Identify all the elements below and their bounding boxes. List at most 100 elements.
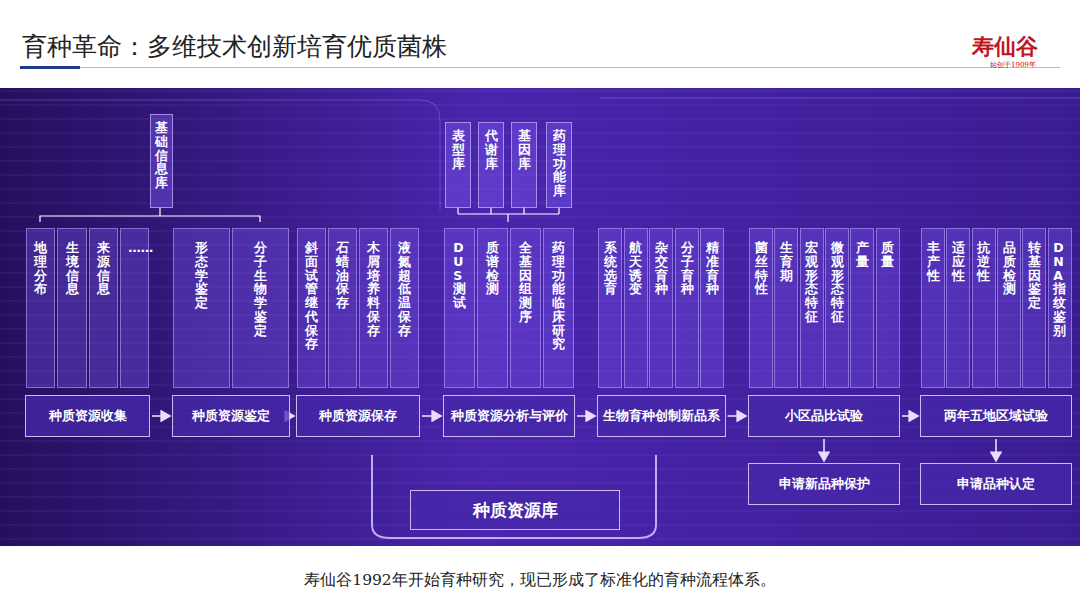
attribute-column: 微观形态特征 xyxy=(825,228,849,388)
attribute-column: 来源信息 xyxy=(89,228,118,388)
page-title: 育种革命：多维技术创新培育优质菌株 xyxy=(22,30,447,63)
node-text: 表型库 xyxy=(452,129,465,170)
node-text: 生育期 xyxy=(780,241,793,282)
stage-box: 种质资源收集 xyxy=(25,395,150,437)
node-text: 生物育种创制新品系 xyxy=(603,408,720,425)
stage-box: 小区品比试验 xyxy=(748,395,900,437)
node-text: 种质资源库 xyxy=(473,499,558,522)
attribute-column: 石蜡油保存 xyxy=(328,228,357,388)
attribute-column: 木屑培养料保存 xyxy=(359,228,388,388)
attribute-column: 转基因鉴定 xyxy=(1022,228,1046,388)
node-text: 杂交育种 xyxy=(655,241,668,296)
stage-box: 种质资源库 xyxy=(410,490,620,530)
node-text: …… xyxy=(128,241,141,255)
library-box: 药理功能库 xyxy=(546,122,572,208)
library-box: 代谢库 xyxy=(478,122,504,208)
logo-subtext: 始创于1909年 xyxy=(990,60,1036,70)
attribute-column: 系统选育 xyxy=(598,228,622,388)
logo-text: 寿仙谷 xyxy=(972,32,1038,62)
attribute-column: 杂交育种 xyxy=(649,228,673,388)
node-text: 分子生物学鉴定 xyxy=(254,241,267,337)
node-text: 基础信息库 xyxy=(155,121,168,190)
node-text: 适应性 xyxy=(952,241,965,282)
bracket xyxy=(458,207,559,222)
panel-lines xyxy=(0,88,1080,546)
attribute-column: 质量 xyxy=(876,228,900,388)
title-bar xyxy=(20,66,80,69)
attribute-column: DUS测试 xyxy=(444,228,475,388)
deco-line xyxy=(0,100,440,210)
node-text: 来源信息 xyxy=(97,241,110,296)
node-text: 分子育种 xyxy=(681,241,694,296)
attribute-column: 分子育种 xyxy=(675,228,699,388)
node-text: 品质检测 xyxy=(1003,241,1016,296)
attribute-column: 菌丝特性 xyxy=(749,228,773,388)
attribute-column: 航天诱变 xyxy=(624,228,648,388)
stage-box: 种质资源保存 xyxy=(296,395,420,437)
stage-box: 两年五地区域试验 xyxy=(920,395,1072,437)
node-text: 微观形态特征 xyxy=(831,241,844,324)
flow-arrow xyxy=(292,415,294,417)
node-text: 精准育种 xyxy=(706,241,719,296)
attribute-column: 地理分布 xyxy=(26,228,55,388)
node-text: 代谢库 xyxy=(485,129,498,170)
stage-box: 种质资源分析与评价 xyxy=(443,395,575,437)
deco-line xyxy=(600,98,1080,99)
library-bracket xyxy=(372,455,656,538)
flow-arrow xyxy=(728,415,747,417)
node-text: 种质资源鉴定 xyxy=(192,408,270,425)
node-text: 种质资源收集 xyxy=(49,408,127,425)
attribute-column: 抗逆性 xyxy=(972,228,996,388)
node-text: 木屑培养料保存 xyxy=(367,241,380,337)
node-text: DNA指纹鉴别 xyxy=(1053,241,1066,337)
flow-arrow xyxy=(823,439,825,461)
flow-arrow xyxy=(995,439,997,461)
attribute-column: 全基因组测序 xyxy=(510,228,541,388)
node-text: 质量 xyxy=(881,241,894,269)
attribute-column: 精准育种 xyxy=(700,228,724,388)
node-text: 形态学鉴定 xyxy=(195,241,208,310)
node-text: 种质资源分析与评价 xyxy=(451,408,568,425)
attribute-column: 形态学鉴定 xyxy=(173,228,230,388)
node-text: 药理功能库 xyxy=(553,129,566,198)
attribute-column: …… xyxy=(120,228,149,388)
node-text: 丰产性 xyxy=(927,241,940,282)
panel xyxy=(0,88,1080,546)
flow-arrow xyxy=(152,415,170,417)
node-text: 申请品种认定 xyxy=(957,476,1035,493)
stage-box: 生物育种创制新品系 xyxy=(597,395,726,437)
stage-box: 种质资源鉴定 xyxy=(172,395,290,437)
node-text: 基因库 xyxy=(518,129,531,170)
node-text: 药理功能临床研究 xyxy=(552,241,565,351)
attribute-column: 品质检测 xyxy=(997,228,1021,388)
node-text: 石蜡油保存 xyxy=(336,241,349,310)
attribute-column: 丰产性 xyxy=(921,228,945,388)
node-text: 液氮超低温保存 xyxy=(398,241,411,337)
attribute-column: 生育期 xyxy=(774,228,798,388)
attribute-column: 液氮超低温保存 xyxy=(390,228,419,388)
attribute-column: 产量 xyxy=(850,228,874,388)
node-text: 宏观形态特征 xyxy=(805,241,818,324)
library-box: 基因库 xyxy=(511,122,537,208)
node-text: 航天诱变 xyxy=(629,241,642,296)
attribute-column: 质谱检测 xyxy=(477,228,508,388)
flow-arrow xyxy=(902,415,918,417)
node-text: 转基因鉴定 xyxy=(1028,241,1041,310)
node-text: 小区品比试验 xyxy=(785,408,863,425)
caption: 寿仙谷1992年开始育种研究，现已形成了标准化的育种流程体系。 xyxy=(0,570,1080,591)
node-text: 产量 xyxy=(856,241,869,269)
node-text: 两年五地区域试验 xyxy=(944,408,1048,425)
title-rule xyxy=(80,67,1060,68)
node-text: 系统选育 xyxy=(604,241,617,296)
attribute-column: 生境信息 xyxy=(57,228,86,388)
node-text: 全基因组测序 xyxy=(519,241,532,324)
node-text: 申请新品种保护 xyxy=(779,476,870,493)
node-text: 斜面试管继代保存 xyxy=(305,241,318,351)
stage-box: 申请新品种保护 xyxy=(748,463,900,505)
node-text: DUS测试 xyxy=(453,241,466,310)
node-text: 抗逆性 xyxy=(977,241,990,282)
attribute-column: 药理功能临床研究 xyxy=(543,228,574,388)
node-text: 种质资源保存 xyxy=(319,408,397,425)
attribute-column: 宏观形态特征 xyxy=(800,228,824,388)
library-box: 表型库 xyxy=(445,122,471,208)
